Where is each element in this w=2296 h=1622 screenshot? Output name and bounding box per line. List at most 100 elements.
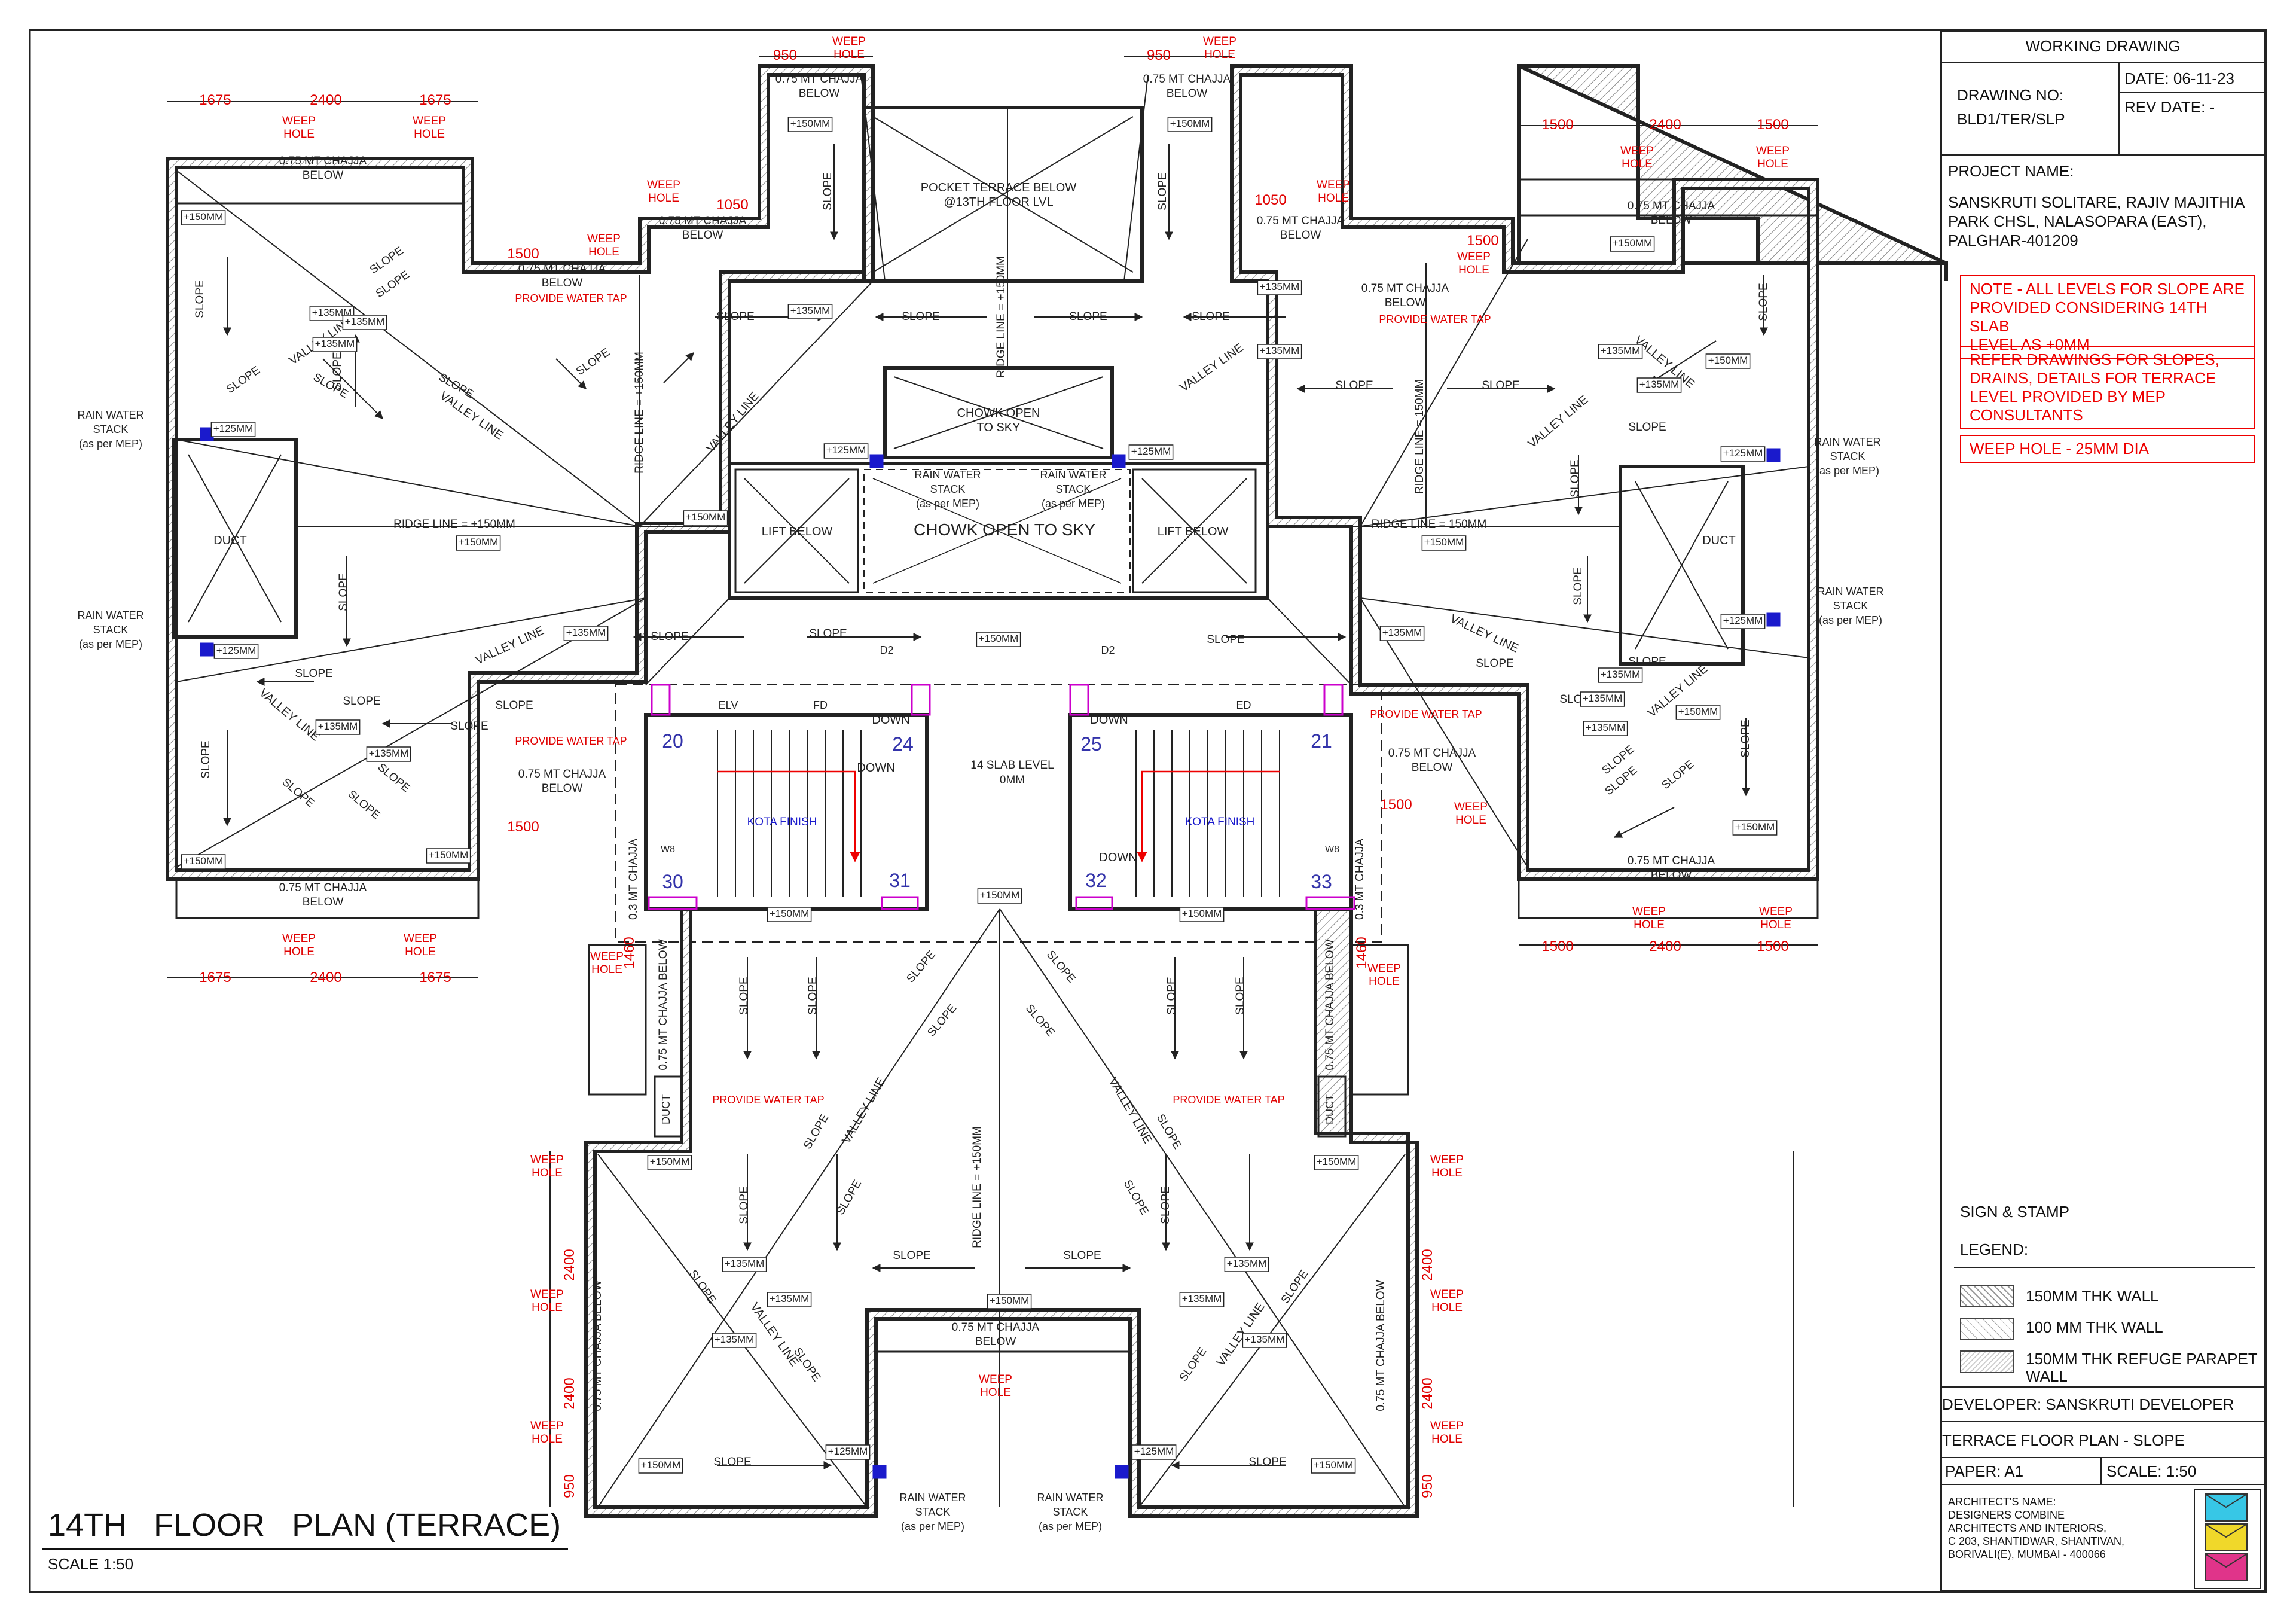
level-tag-box: [426, 848, 471, 864]
w14-hole: HOLE: [1634, 919, 1665, 931]
level-tag: +125MM: [1723, 615, 1763, 626]
level-tag: +135MM: [1227, 1258, 1267, 1269]
w23-weep: WEEP: [1430, 1420, 1464, 1432]
stair-treads-right: [1135, 730, 1280, 897]
label-n33: 33: [1311, 871, 1332, 892]
drawing-date: DATE: 06-11-23: [2124, 69, 2235, 87]
r4-rw: RAIN WATER: [1040, 469, 1107, 481]
level-tag-box: [1610, 236, 1655, 252]
w9-hole: HOLE: [1622, 158, 1653, 170]
label-pocket_1: POCKET TERRACE BELOW: [921, 181, 1077, 194]
r5-mep: (as per MEP): [1816, 465, 1879, 477]
stair-left: [644, 713, 929, 911]
drawing-title: 14TH FLOOR PLAN (TERRACE): [48, 1507, 561, 1543]
architect-line-3: ARCHITECTS AND INTERIORS,: [1948, 1522, 2107, 1534]
sheet-border: [29, 29, 2267, 1593]
w24-hole: HOLE: [980, 1386, 1011, 1399]
note-1-line-1: NOTE - ALL LEVELS FOR SLOPE ARE: [1970, 280, 2245, 298]
w19-weep: WEEP: [1430, 1154, 1464, 1166]
w23-hole: HOLE: [1431, 1433, 1463, 1446]
slope-label: SLOPE: [1159, 1186, 1172, 1224]
level-tag: +135MM: [1260, 281, 1300, 292]
w10-weep: WEEP: [1756, 145, 1790, 157]
legend-150-wall: 150MM THK WALL: [2026, 1287, 2159, 1305]
level-tag-box: [722, 1257, 767, 1272]
slope-label: SLOPE: [1757, 283, 1770, 321]
level-tag-box: [1128, 444, 1174, 460]
label-duct: DUCT: [660, 1094, 672, 1124]
w21-hole: HOLE: [1431, 1301, 1463, 1314]
tb-developer-row: DEVELOPER: SANSKRUTI DEVELOPER: [1942, 1386, 2264, 1422]
label-valley: VALLEY LINE: [257, 686, 322, 743]
legend-100-wall: 100 MM THK WALL: [2026, 1318, 2163, 1336]
slope-label: SLOPE: [809, 627, 847, 640]
label-ed: ED: [1236, 699, 1251, 711]
w22-weep: WEEP: [530, 1420, 564, 1432]
slope-label: SLOPE: [1023, 1002, 1057, 1039]
sheet-title: TERRACE FLOOR PLAN - SLOPE: [1942, 1431, 2185, 1449]
label-duct: DUCT: [213, 534, 247, 547]
label-dim-d1050: 1050: [1254, 192, 1286, 208]
right-wing-outline: [1518, 64, 1948, 281]
level-tag: +150MM: [1314, 1459, 1354, 1471]
c13-chajja: 0.75 MT CHAJJA: [952, 1321, 1040, 1334]
label-dim-d1500: 1500: [507, 246, 539, 262]
label-dim-d2400: 2400: [561, 1377, 578, 1409]
level-tag-box: [823, 443, 869, 459]
level-tag-box: [1314, 1155, 1359, 1170]
label-n20: 20: [662, 730, 683, 752]
w17-weep: WEEP: [1367, 962, 1401, 975]
label-dim-d1675: 1675: [419, 92, 451, 108]
project-line-1: SANSKRUTI SOLITARE, RAJIV MAJITHIA: [1948, 193, 2245, 211]
level-tag: +135MM: [369, 748, 409, 759]
label-ridge_150: RIDGE LINE = +150MM: [393, 518, 515, 530]
architect-line-1: ARCHITECT'S NAME:: [1948, 1496, 2056, 1508]
slope-label: SLOPE: [194, 280, 206, 318]
label-dim-d1500: 1500: [1380, 797, 1412, 813]
left-duct-box: [172, 438, 298, 639]
r7-stack: STACK: [915, 1506, 951, 1518]
w20-weep: WEEP: [530, 1288, 564, 1301]
c10-below: BELOW: [542, 782, 583, 795]
label-down: DOWN: [1090, 714, 1128, 727]
level-tag-box: [1167, 117, 1213, 132]
level-tag-box: [456, 535, 501, 551]
level-tag-box: [1732, 820, 1778, 836]
slope-arrows: [223, 144, 1768, 1469]
slope-label: SLOPE: [337, 573, 350, 611]
level-tag: +135MM: [1639, 379, 1680, 390]
r8-rw: RAIN WATER: [1037, 1492, 1104, 1504]
slope-label: SLOPE: [1739, 719, 1752, 757]
r1-stack: STACK: [93, 423, 129, 435]
level-tag: +135MM: [1586, 722, 1626, 733]
level-tag: +150MM: [1182, 908, 1222, 919]
slope-label: SLOPE: [331, 352, 344, 389]
r6-stack: STACK: [1833, 600, 1868, 612]
level-tag-box: [342, 315, 387, 330]
level-tag-box: [210, 422, 256, 437]
label-chajja_vert: 0.75 MT CHAJJA BELOW: [591, 1280, 604, 1411]
level-tag: +150MM: [1735, 821, 1775, 833]
level-tag-box: [987, 1294, 1032, 1309]
stair-right: [1068, 713, 1353, 911]
bottom-chajja-left: [588, 944, 647, 1096]
legend-swatch-refuge: [1960, 1350, 2014, 1373]
slope-label: SLOPE: [1154, 1112, 1184, 1151]
slab-dash-outline: [615, 684, 1382, 943]
label-down: DOWN: [1099, 851, 1137, 864]
note-2-line-3: LEVEL PROVIDED BY MEP: [1970, 388, 2166, 406]
label-dim-d1675: 1675: [199, 969, 231, 986]
label-n30: 30: [662, 871, 683, 892]
label-chajja_vert: 0.75 MT CHAJJA BELOW: [1375, 1280, 1387, 1411]
slope-label: SLOPE: [375, 761, 413, 795]
tb-architect: ARCHITECT'S NAME: DESIGNERS COMBINE ARCH…: [1942, 1488, 2264, 1590]
c2-below: BELOW: [682, 229, 723, 242]
level-tag: +135MM: [1245, 1334, 1285, 1345]
level-tag-box: [1311, 1458, 1356, 1474]
project-label: PROJECT NAME:: [1948, 162, 2074, 180]
bottom-chajja-center: [875, 1318, 1131, 1353]
note-1-line-2: PROVIDED CONSIDERING 14TH SLAB: [1970, 298, 2208, 335]
slope-label: SLOPE: [1063, 1249, 1101, 1262]
label-lift: LIFT BELOW: [762, 525, 833, 538]
w17-hole: HOLE: [1369, 975, 1400, 988]
